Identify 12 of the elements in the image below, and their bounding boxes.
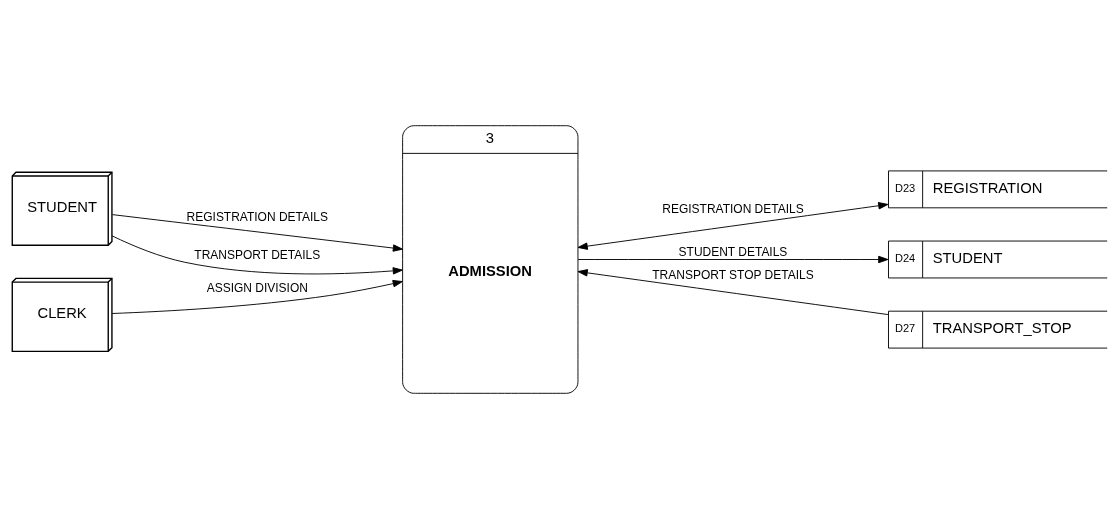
arrow — [577, 268, 889, 315]
arrow — [577, 255, 889, 263]
arrow — [111, 234, 403, 274]
edge-label: STUDENT DETAILS — [678, 244, 788, 259]
arrow — [111, 279, 403, 314]
edge-label: ASSIGN DIVISION — [206, 280, 308, 295]
edge-label: REGISTRATION DETAILS — [186, 209, 328, 224]
edge-label: REGISTRATION DETAILS — [662, 201, 804, 216]
arrow — [577, 201, 889, 250]
arrow — [111, 213, 403, 252]
edge-label: TRANSPORT STOP DETAILS — [652, 267, 814, 282]
edge-label: TRANSPORT DETAILS — [194, 247, 321, 262]
